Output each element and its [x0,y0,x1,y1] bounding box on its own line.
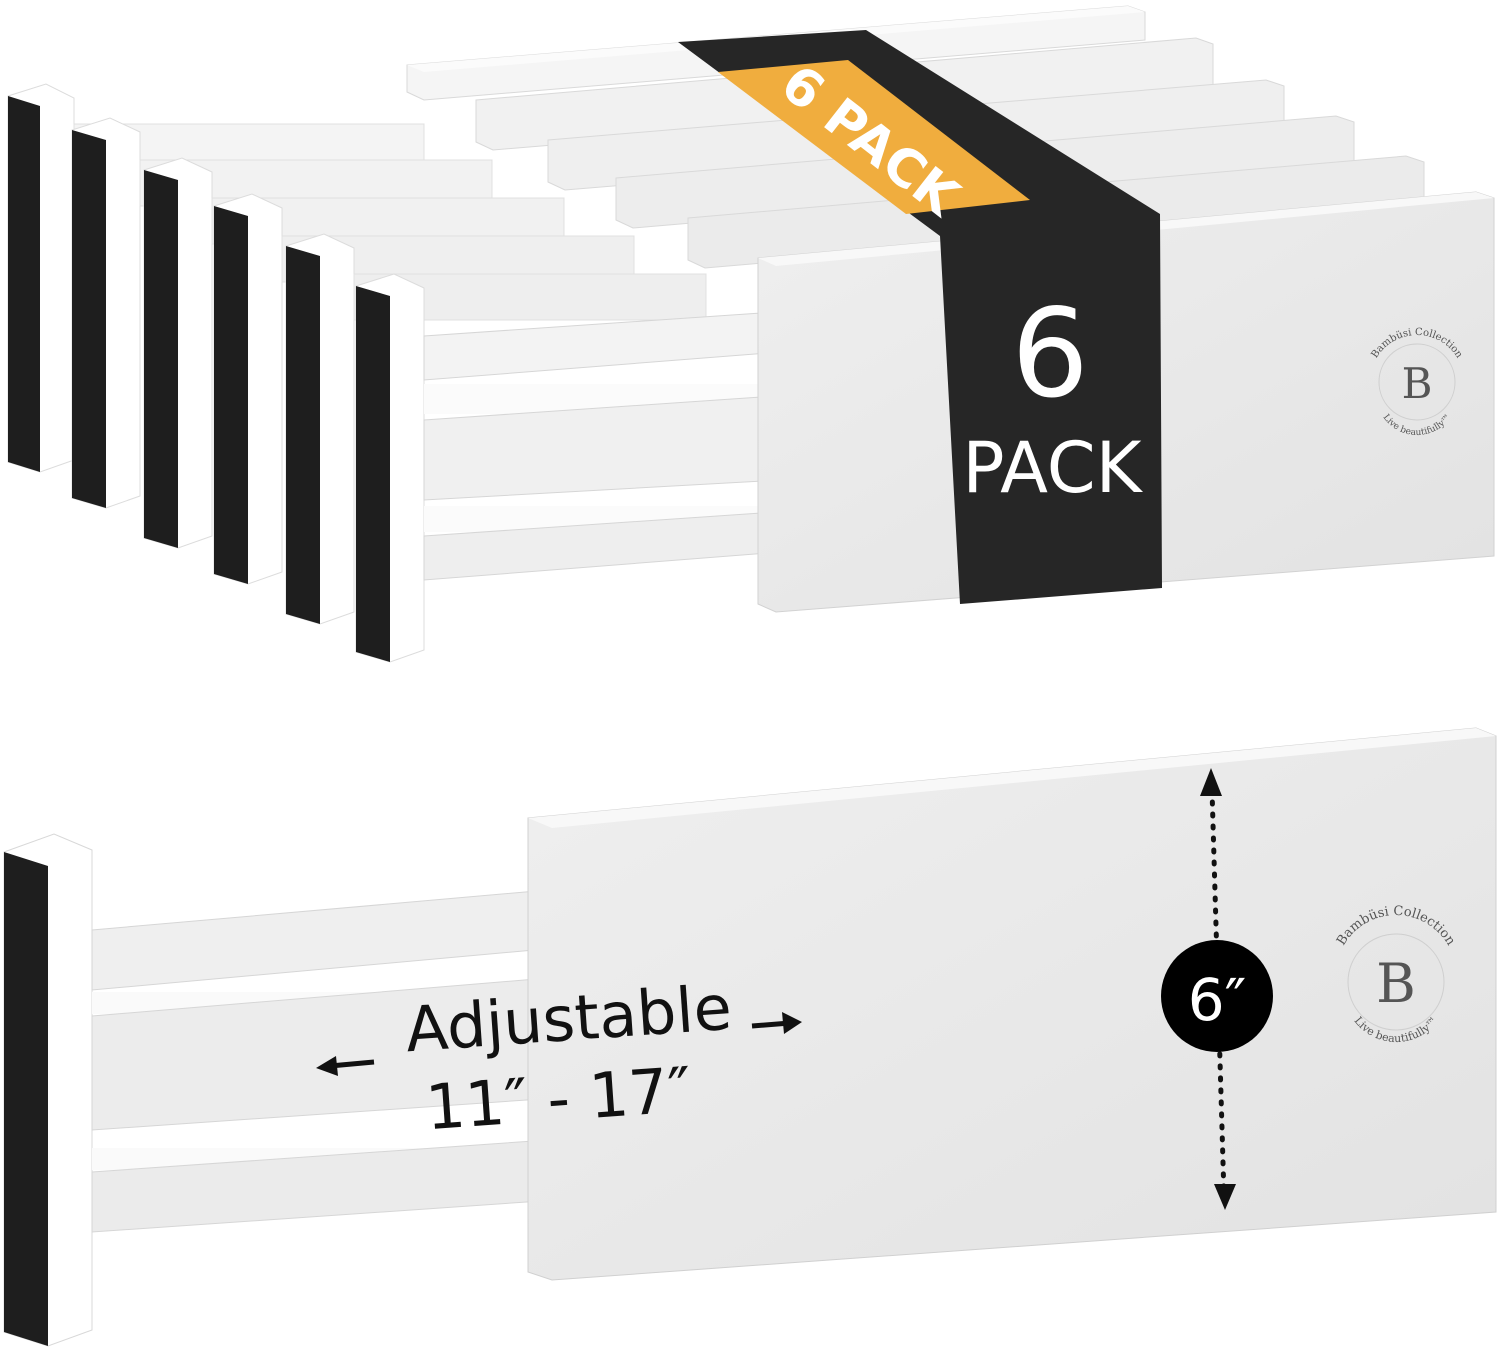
six-pack-stack: 6 PACK 6 PACK B Bambüsi Collection Live … [7,5,1495,663]
left-arrow-icon [316,1056,375,1076]
single-divider: Adjustable 11″ - 17″ 6″ B Bambüsi Co [3,727,1497,1347]
single-extension-slats [91,889,557,1233]
foam-cap-single [3,833,93,1347]
foam-cap-6 [355,273,425,663]
foam-end-caps [7,83,707,663]
logo-monogram: B [1376,952,1416,1015]
sleeve-count: 6 [1011,283,1089,425]
divider-box-single [527,727,1497,1281]
sleeve-word: PACK [962,427,1143,509]
right-arrow-icon [751,1012,802,1034]
logo-monogram-small: B [1402,359,1433,408]
height-label: 6″ [1188,966,1247,1034]
vertical-dimension-arrow-icon: 6″ [1161,768,1273,1210]
foam-cap-4 [213,193,635,585]
front-extension-slats [423,311,781,581]
